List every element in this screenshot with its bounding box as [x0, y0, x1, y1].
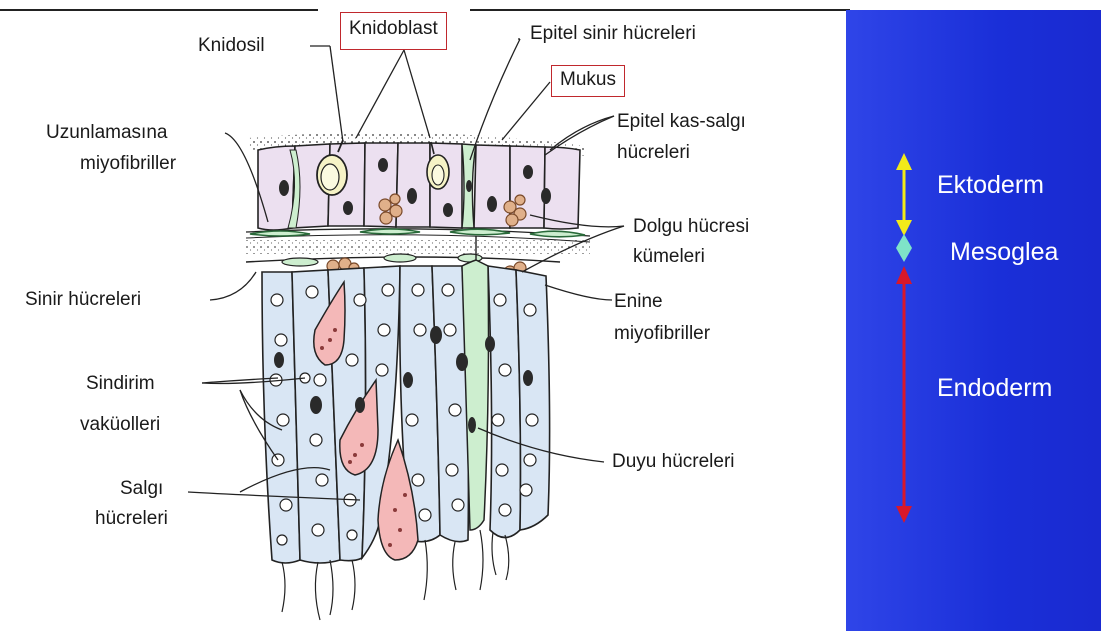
- label-dolgu-1: Dolgu hücresi: [633, 215, 749, 239]
- label-enine-2: miyofibriller: [614, 322, 710, 346]
- label-sinir: Sinir hücreleri: [25, 288, 141, 312]
- label-uzunlamasina-2: miyofibriller: [80, 152, 176, 176]
- layer-mesoglea: Mesoglea: [950, 238, 1058, 267]
- nerve-cells: [282, 254, 482, 266]
- label-enine-1: Enine: [614, 290, 663, 314]
- mesoglea-marker: [896, 234, 912, 262]
- label-salgi-1: Salgı: [120, 477, 163, 501]
- label-sindirim-2: vaküolleri: [80, 413, 160, 437]
- label-duyu: Duyu hücreleri: [612, 450, 735, 474]
- layer-endoderm: Endoderm: [937, 374, 1052, 403]
- label-uzunlamasina-1: Uzunlamasına: [46, 121, 167, 145]
- label-dolgu-2: kümeleri: [633, 245, 705, 269]
- label-epitel-kas-2: hücreleri: [617, 141, 690, 165]
- layer-arrows: [846, 10, 1101, 631]
- label-epitel-sinir: Epitel sinir hücreleri: [530, 22, 696, 46]
- label-epitel-kas-1: Epitel kas-salgı: [617, 110, 746, 134]
- ectoderm-cells: [258, 143, 580, 230]
- layer-ektoderm: Ektoderm: [937, 171, 1044, 200]
- tissue-illustration: [0, 0, 846, 631]
- label-sindirim-1: Sindirim: [86, 372, 155, 396]
- label-knidosil: Knidosil: [198, 34, 265, 58]
- label-salgi-2: hücreleri: [95, 507, 168, 531]
- layer-panel: Ektoderm Mesoglea Endoderm: [846, 10, 1101, 631]
- label-mukus: Mukus: [551, 65, 625, 97]
- label-knidoblast: Knidoblast: [340, 12, 447, 50]
- mesoglea-dots: [246, 240, 590, 254]
